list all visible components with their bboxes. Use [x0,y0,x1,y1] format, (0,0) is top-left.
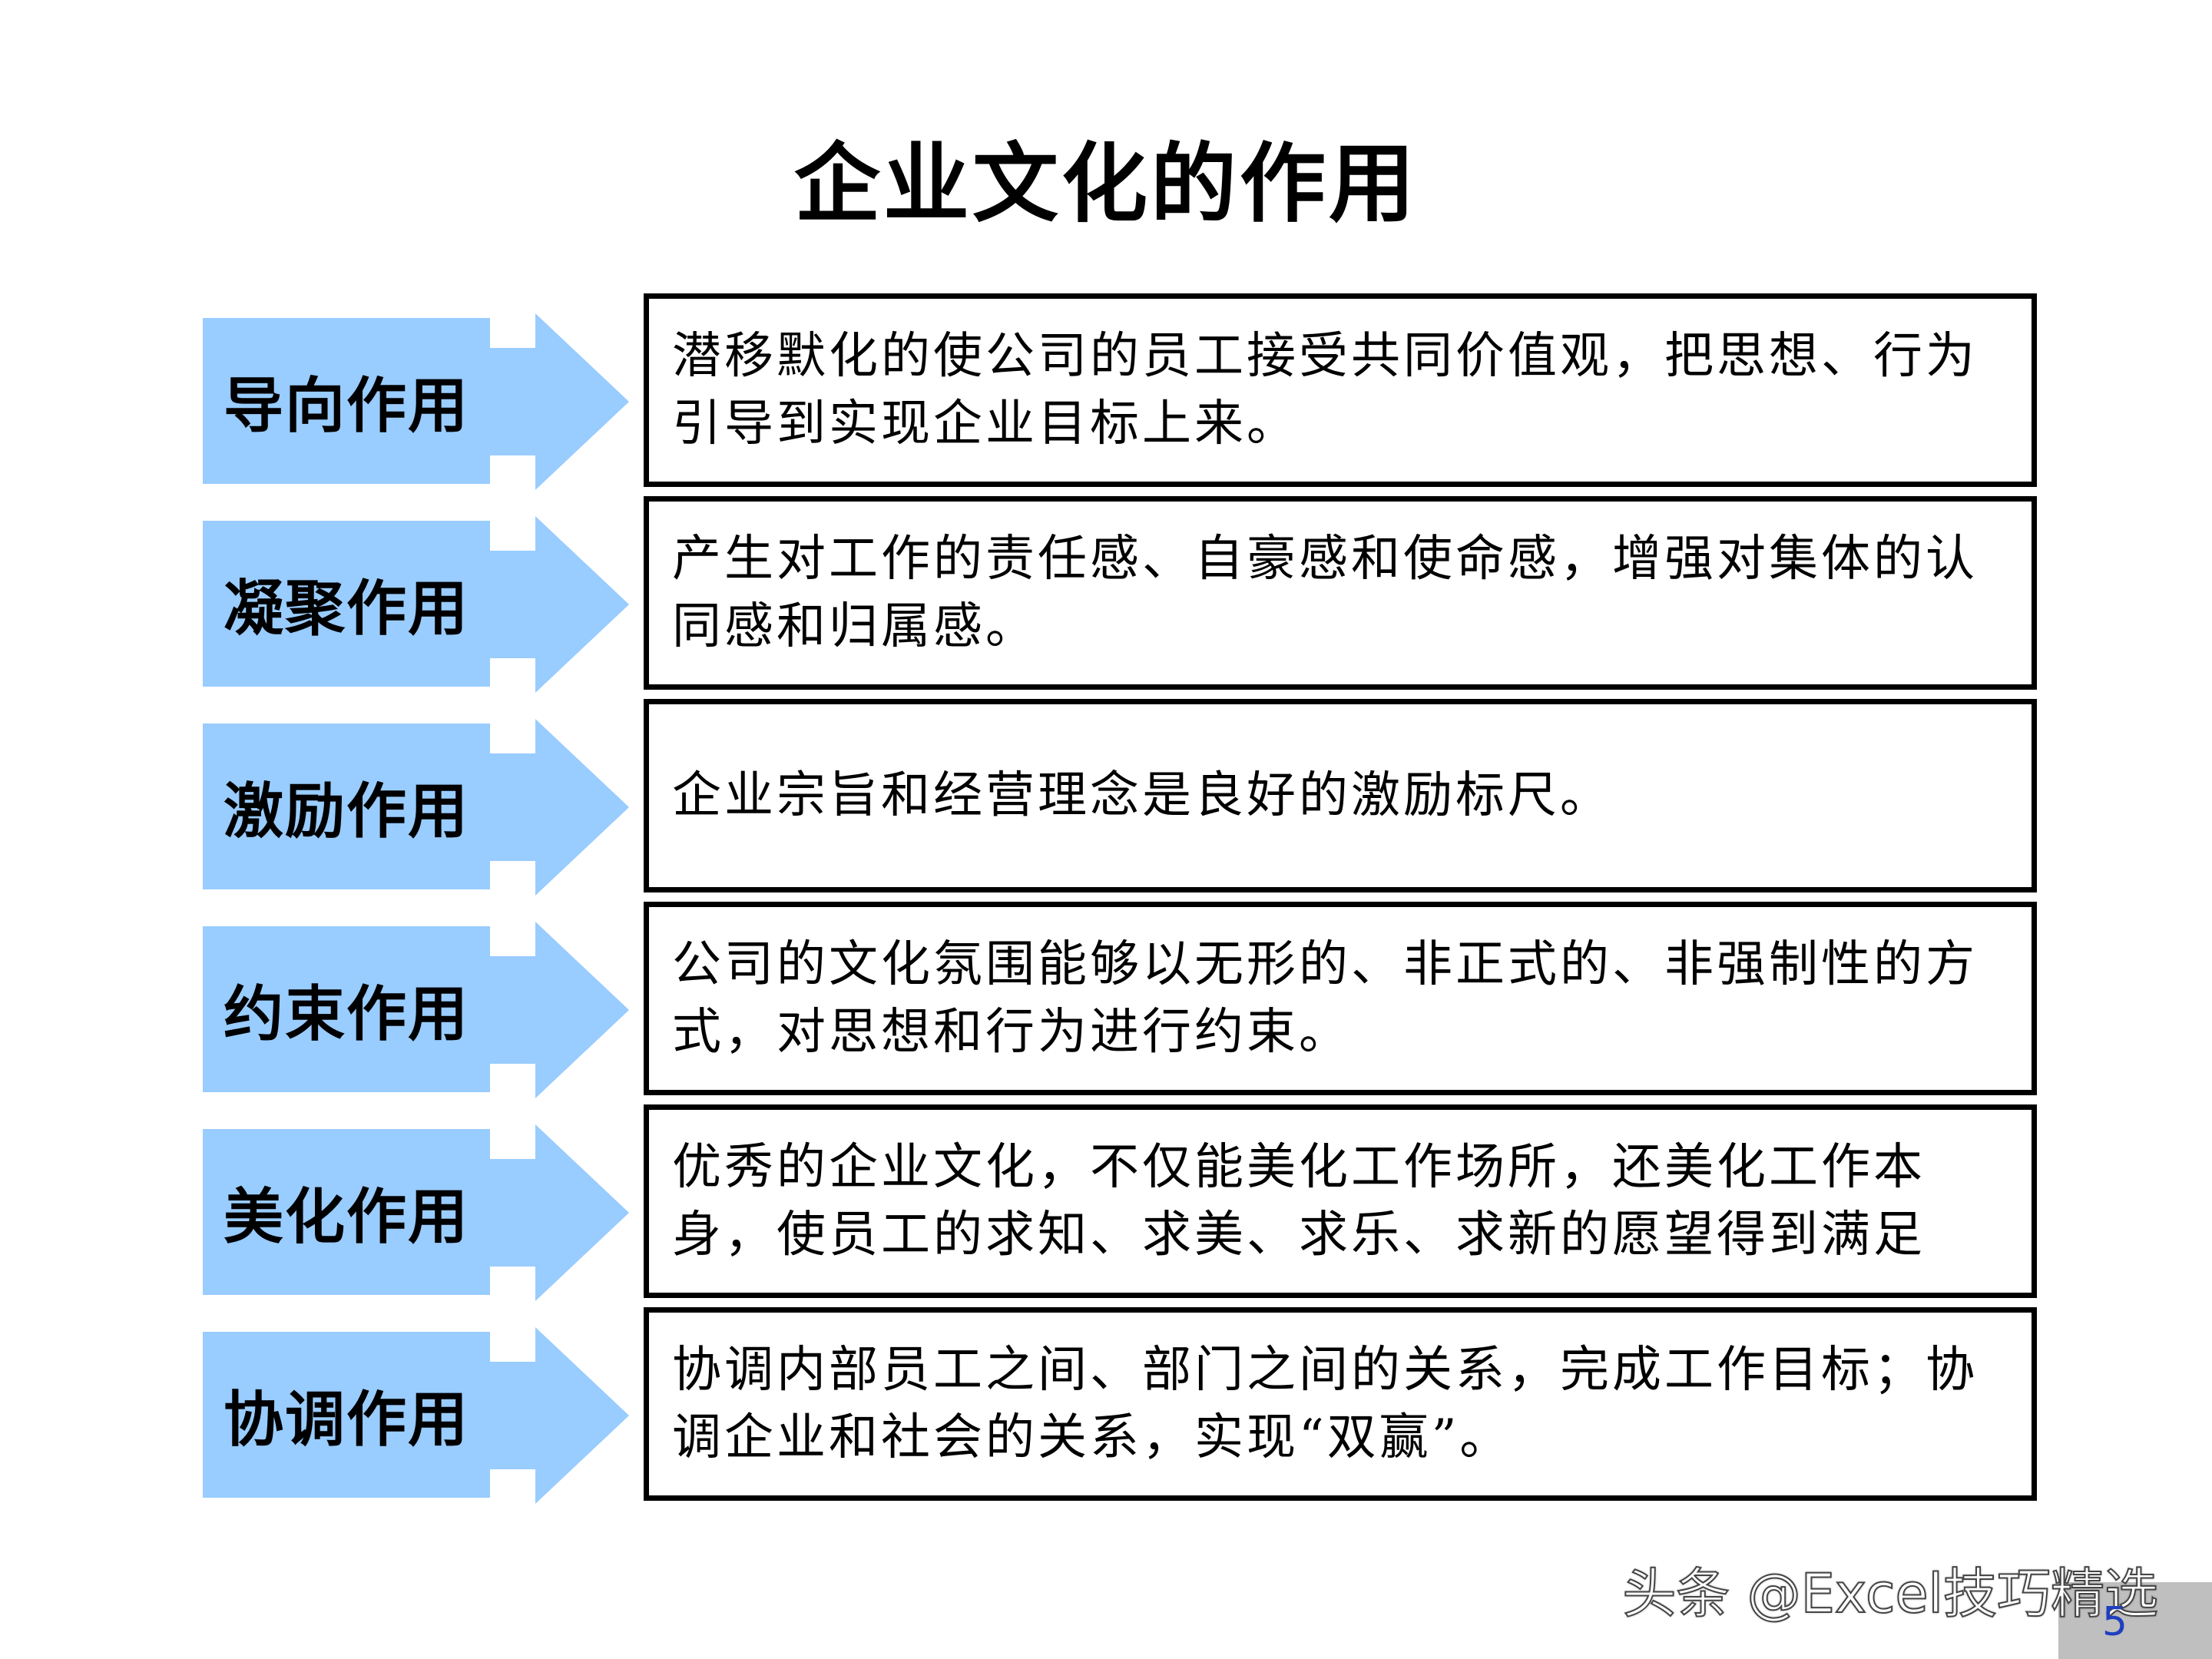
right-arrow-icon [489,719,629,896]
role-row-guidance: 导向作用 潜移默化的使公司的员工接受共同价值观，把思想、行为引导到实现企业目标上… [0,293,2212,505]
role-description: 公司的文化氛围能够以无形的、非正式的、非强制性的方式，对思想和行为进行约束。 [672,936,1978,1061]
role-label: 约束作用 [223,980,469,1049]
role-row-beautification: 美化作用 优秀的企业文化，不仅能美化工作场所，还美化工作本身，使员工的求知、求美… [0,1104,2212,1316]
page-title: 企业文化的作用 [794,134,1418,234]
role-description-box: 产生对工作的责任感、自豪感和使命感，增强对集体的认同感和归属感。 [644,496,2037,690]
role-description: 协调内部员工之间、部门之间的关系，完成工作目标；协调企业和社会的关系，实现“双赢… [672,1342,1978,1466]
role-label-box: 导向作用 [203,318,490,484]
watermark: 头条 @Excel技巧精选 [1621,1561,2159,1626]
role-description-box: 协调内部员工之间、部门之间的关系，完成工作目标；协调企业和社会的关系，实现“双赢… [644,1307,2037,1501]
role-description-box: 企业宗旨和经营理念是良好的激励标尺。 [644,699,2037,892]
role-label: 激励作用 [223,777,469,846]
page-number-background [2058,1582,2212,1659]
right-arrow-icon [489,313,629,490]
role-description: 产生对工作的责任感、自豪感和使命感，增强对集体的认同感和归属感。 [672,531,1978,655]
role-label: 协调作用 [223,1386,469,1455]
role-row-coordination: 协调作用 协调内部员工之间、部门之间的关系，完成工作目标；协调企业和社会的关系，… [0,1307,2212,1519]
page-number: 5 [2101,1599,2128,1645]
right-arrow-icon [489,516,629,693]
role-row-motivation: 激励作用 企业宗旨和经营理念是良好的激励标尺。 [0,699,2212,911]
role-label-box: 激励作用 [203,724,490,889]
role-label-box: 约束作用 [203,926,490,1092]
role-description: 优秀的企业文化，不仅能美化工作场所，还美化工作本身，使员工的求知、求美、求乐、求… [672,1139,1926,1263]
role-label-box: 美化作用 [203,1129,490,1295]
role-description: 企业宗旨和经营理念是良好的激励标尺。 [672,767,1612,824]
right-arrow-icon [489,922,629,1098]
role-label-box: 凝聚作用 [203,521,490,687]
role-label: 凝聚作用 [223,575,469,644]
role-description: 潜移默化的使公司的员工接受共同价值观，把思想、行为引导到实现企业目标上来。 [672,328,1978,452]
right-arrow-icon [489,1124,629,1301]
role-label: 导向作用 [223,372,469,441]
role-description-box: 潜移默化的使公司的员工接受共同价值观，把思想、行为引导到实现企业目标上来。 [644,293,2037,487]
role-label: 美化作用 [223,1183,469,1252]
role-row-constraint: 约束作用 公司的文化氛围能够以无形的、非正式的、非强制性的方式，对思想和行为进行… [0,902,2212,1114]
right-arrow-icon [489,1327,629,1504]
role-description-box: 优秀的企业文化，不仅能美化工作场所，还美化工作本身，使员工的求知、求美、求乐、求… [644,1104,2037,1298]
role-row-cohesion: 凝聚作用 产生对工作的责任感、自豪感和使命感，增强对集体的认同感和归属感。 [0,496,2212,708]
role-description-box: 公司的文化氛围能够以无形的、非正式的、非强制性的方式，对思想和行为进行约束。 [644,902,2037,1095]
role-label-box: 协调作用 [203,1332,490,1498]
